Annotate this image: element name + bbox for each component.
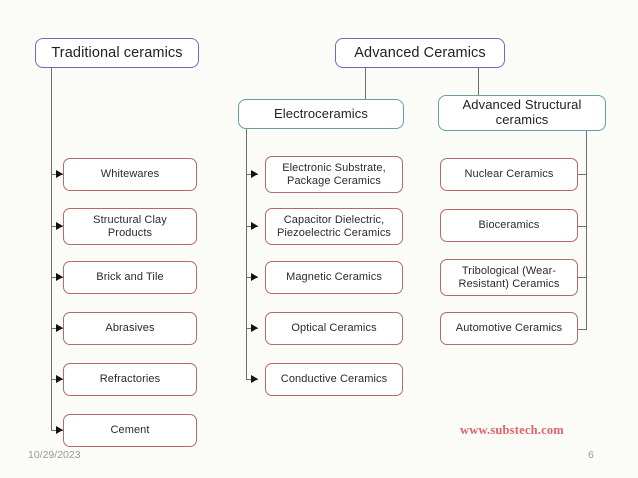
node-traditional-ceramics[interactable]: Traditional ceramics xyxy=(35,38,199,68)
arrow-structural-clay xyxy=(56,222,63,230)
node-label: Electronic Substrate, Package Ceramics xyxy=(282,161,386,187)
node-label: Abrasives xyxy=(105,322,155,335)
node-label: Bioceramics xyxy=(478,219,540,232)
node-whitewares[interactable]: Whitewares xyxy=(63,158,197,191)
node-label: Whitewares xyxy=(100,168,160,181)
arrow-refractories xyxy=(56,375,63,383)
arrow-capacitor-dielectric xyxy=(251,222,258,230)
connector-stub-nuclear-ceramics xyxy=(575,174,587,176)
node-advanced-structural-ceramics[interactable]: Advanced Structural ceramics xyxy=(438,95,606,131)
node-electronic-substrate[interactable]: Electronic Substrate, Package Ceramics xyxy=(265,156,403,193)
connector-stub-automotive-ceramics xyxy=(575,329,587,331)
connector-traditional-trunk xyxy=(51,68,53,431)
connector-stub-tribological-ceramics xyxy=(575,277,587,279)
node-refractories[interactable]: Refractories xyxy=(63,363,197,396)
node-label: Traditional ceramics xyxy=(51,44,183,61)
node-cement[interactable]: Cement xyxy=(63,414,197,447)
node-label: Nuclear Ceramics xyxy=(464,168,554,181)
arrow-conductive-ceramics xyxy=(251,375,258,383)
connector-electroceramics-trunk xyxy=(246,129,248,380)
node-magnetic-ceramics[interactable]: Magnetic Ceramics xyxy=(265,261,403,294)
arrow-whitewares xyxy=(56,170,63,178)
arrow-abrasives xyxy=(56,324,63,332)
node-electroceramics[interactable]: Electroceramics xyxy=(238,99,404,129)
node-advanced-ceramics[interactable]: Advanced Ceramics xyxy=(335,38,505,68)
node-label: Optical Ceramics xyxy=(291,322,377,335)
node-label: Capacitor Dielectric, Piezoelectric Cera… xyxy=(276,213,392,239)
node-label: Cement xyxy=(110,424,150,437)
connector-advanced-leg-left xyxy=(365,68,367,99)
watermark-substech: www.substech.com xyxy=(460,423,564,437)
arrow-magnetic-ceramics xyxy=(251,273,258,281)
arrow-cement xyxy=(56,426,63,434)
node-label: Advanced Ceramics xyxy=(354,44,486,61)
connector-stub-bioceramics xyxy=(575,226,587,228)
arrow-electronic-substrate xyxy=(251,170,258,178)
node-label: Structural Clay Products xyxy=(93,213,167,239)
node-label: Magnetic Ceramics xyxy=(286,271,382,284)
node-label: Advanced Structural ceramics xyxy=(462,97,582,127)
node-label: Electroceramics xyxy=(274,105,368,121)
node-capacitor-dielectric[interactable]: Capacitor Dielectric, Piezoelectric Cera… xyxy=(265,208,403,245)
node-abrasives[interactable]: Abrasives xyxy=(63,312,197,345)
node-nuclear-ceramics[interactable]: Nuclear Ceramics xyxy=(440,158,578,191)
node-label: Refractories xyxy=(99,373,161,386)
node-automotive-ceramics[interactable]: Automotive Ceramics xyxy=(440,312,578,345)
node-conductive-ceramics[interactable]: Conductive Ceramics xyxy=(265,363,403,396)
node-label: Brick and Tile xyxy=(96,271,164,284)
node-brick-and-tile[interactable]: Brick and Tile xyxy=(63,261,197,294)
footer-page-number: 6 xyxy=(588,449,594,461)
node-label: Conductive Ceramics xyxy=(280,373,388,386)
node-tribological-ceramics[interactable]: Tribological (Wear- Resistant) Ceramics xyxy=(440,259,578,296)
node-optical-ceramics[interactable]: Optical Ceramics xyxy=(265,312,403,345)
node-structural-clay[interactable]: Structural Clay Products xyxy=(63,208,197,245)
node-label: Automotive Ceramics xyxy=(455,322,563,335)
connector-advanced-structural-trunk xyxy=(586,131,588,330)
node-label: Tribological (Wear- Resistant) Ceramics xyxy=(458,264,560,290)
arrow-optical-ceramics xyxy=(251,324,258,332)
footer-date: 10/29/2023 xyxy=(28,449,81,461)
arrow-brick-and-tile xyxy=(56,273,63,281)
node-bioceramics[interactable]: Bioceramics xyxy=(440,209,578,242)
connector-advanced-leg-right xyxy=(478,68,480,95)
